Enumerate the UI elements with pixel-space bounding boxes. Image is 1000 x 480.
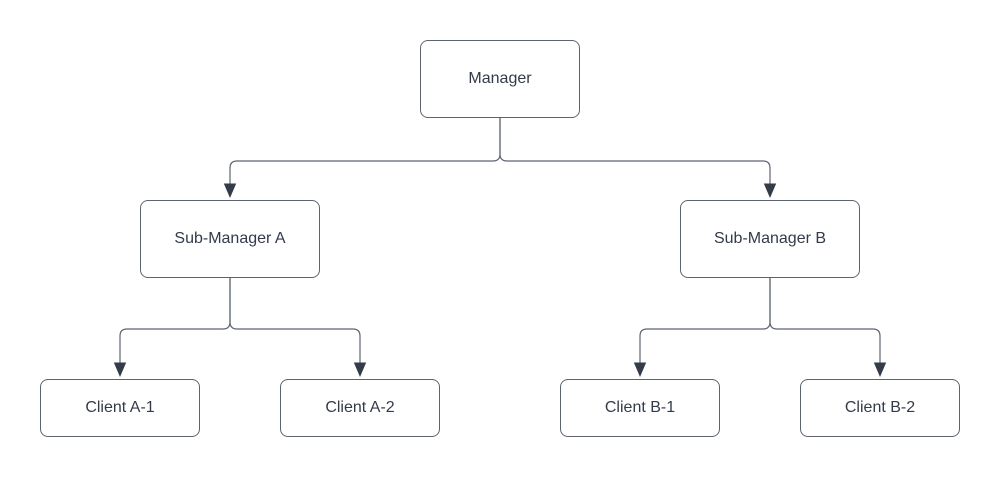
node-sub-manager-b-label: Sub-Manager B	[713, 230, 827, 247]
connector-sub-manager-b-to-client-b1	[639, 278, 771, 363]
node-client-b1: Client B-1	[560, 379, 720, 437]
arrowhead-sub-manager-a	[223, 183, 237, 198]
node-client-b2-label: Client B-2	[844, 399, 916, 416]
connector-sub-manager-b-to-client-b2	[769, 278, 881, 363]
node-client-a2: Client A-2	[280, 379, 440, 437]
node-client-b1-label: Client B-1	[604, 399, 676, 416]
connector-sub-manager-a-to-client-a2	[229, 278, 361, 363]
node-client-a2-label: Client A-2	[325, 399, 395, 416]
arrowhead-client-b2	[873, 362, 887, 377]
connector-manager-to-sub-manager-b	[499, 118, 771, 184]
node-manager-label: Manager	[468, 70, 532, 87]
connector-manager-to-sub-manager-a	[229, 118, 501, 184]
arrowhead-client-b1	[633, 362, 647, 377]
node-sub-manager-a-label: Sub-Manager A	[174, 230, 286, 247]
node-client-b2: Client B-2	[800, 379, 960, 437]
connector-sub-manager-a-to-client-a1	[119, 278, 231, 363]
node-manager: Manager	[420, 40, 580, 118]
node-sub-manager-b: Sub-Manager B	[680, 200, 860, 278]
node-client-a1-label: Client A-1	[85, 399, 155, 416]
node-sub-manager-a: Sub-Manager A	[140, 200, 320, 278]
arrowhead-sub-manager-b	[763, 183, 777, 198]
arrowhead-client-a2	[353, 362, 367, 377]
node-client-a1: Client A-1	[40, 379, 200, 437]
arrowhead-client-a1	[113, 362, 127, 377]
